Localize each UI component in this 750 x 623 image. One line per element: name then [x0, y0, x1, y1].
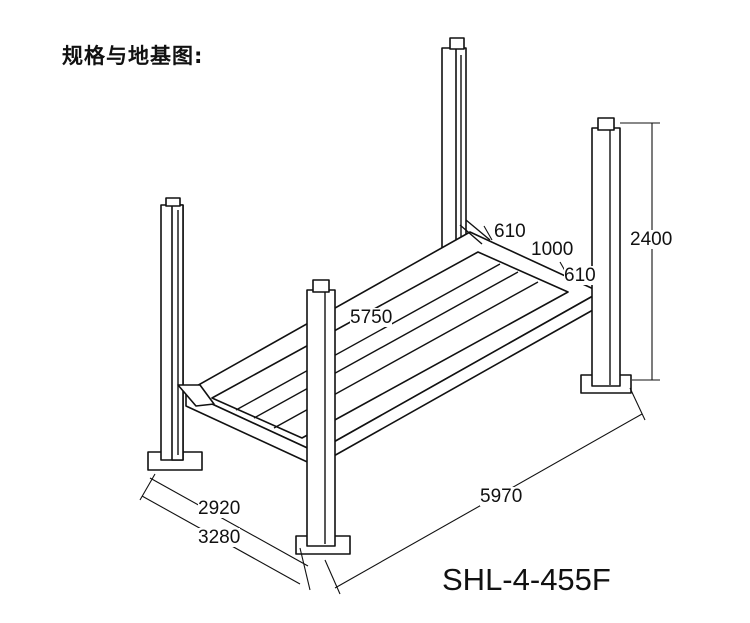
dimension-inner-width: 2920 — [198, 498, 241, 519]
dimension-platform-length: 5750 — [350, 307, 393, 328]
runway-platform — [177, 219, 601, 467]
dimension-outer-width: 3280 — [198, 527, 241, 548]
post-back-left — [147, 197, 203, 471]
dimension-span-top-b: 1000 — [531, 239, 574, 260]
post-back-right — [441, 37, 467, 259]
model-number: SHL-4-455F — [442, 562, 611, 597]
post-front-right — [580, 117, 632, 394]
dimension-overall-length: 5970 — [480, 486, 523, 507]
dimension-span-top-c: 610 — [564, 265, 596, 286]
dimension-height: 2400 — [630, 229, 673, 250]
post-front-left — [295, 279, 351, 555]
diagram-title: 规格与地基图: — [62, 44, 204, 68]
dimension-span-top-a: 610 — [494, 221, 526, 242]
